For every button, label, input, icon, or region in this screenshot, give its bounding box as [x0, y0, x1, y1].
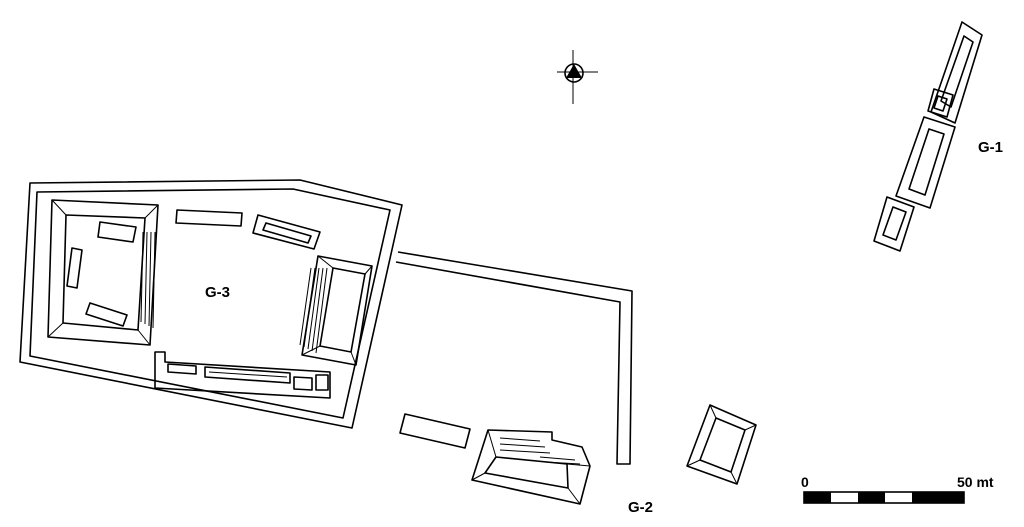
scale-segment — [912, 492, 939, 503]
g3-east-mound — [299, 255, 373, 366]
g1-north-mound — [930, 21, 983, 124]
label-g2: G-2 — [628, 499, 653, 516]
g3-north-building — [175, 209, 243, 227]
g3-platform-outer — [19, 179, 403, 429]
g3-ne-building — [252, 214, 321, 250]
scale-bar: 0 50 mt — [801, 474, 994, 504]
g3-platform-inner — [29, 188, 391, 419]
scale-segment — [939, 492, 964, 503]
scale-end-label: 50 mt — [957, 474, 994, 490]
scale-start-label: 0 — [801, 474, 809, 490]
north-arrow-icon — [557, 50, 598, 104]
scale-segment — [858, 492, 885, 503]
g2-west-building — [399, 413, 471, 449]
g3-west-mound — [47, 199, 159, 346]
g1-middle-mound — [895, 116, 956, 209]
scale-segment — [804, 492, 831, 503]
g2-main-mound — [471, 429, 591, 505]
g1-south-mound — [873, 196, 915, 252]
causeway-wall — [395, 251, 633, 465]
label-g3: G-3 — [205, 284, 230, 301]
isolated-mound — [686, 404, 757, 485]
g3-south-range — [154, 351, 331, 399]
group-g3-complex: G-3 — [19, 179, 403, 429]
g1-small-mound — [927, 88, 954, 118]
group-g1: G-1 — [873, 21, 1003, 252]
group-g2: G-2 — [399, 413, 653, 516]
label-g1: G-1 — [978, 139, 1003, 156]
